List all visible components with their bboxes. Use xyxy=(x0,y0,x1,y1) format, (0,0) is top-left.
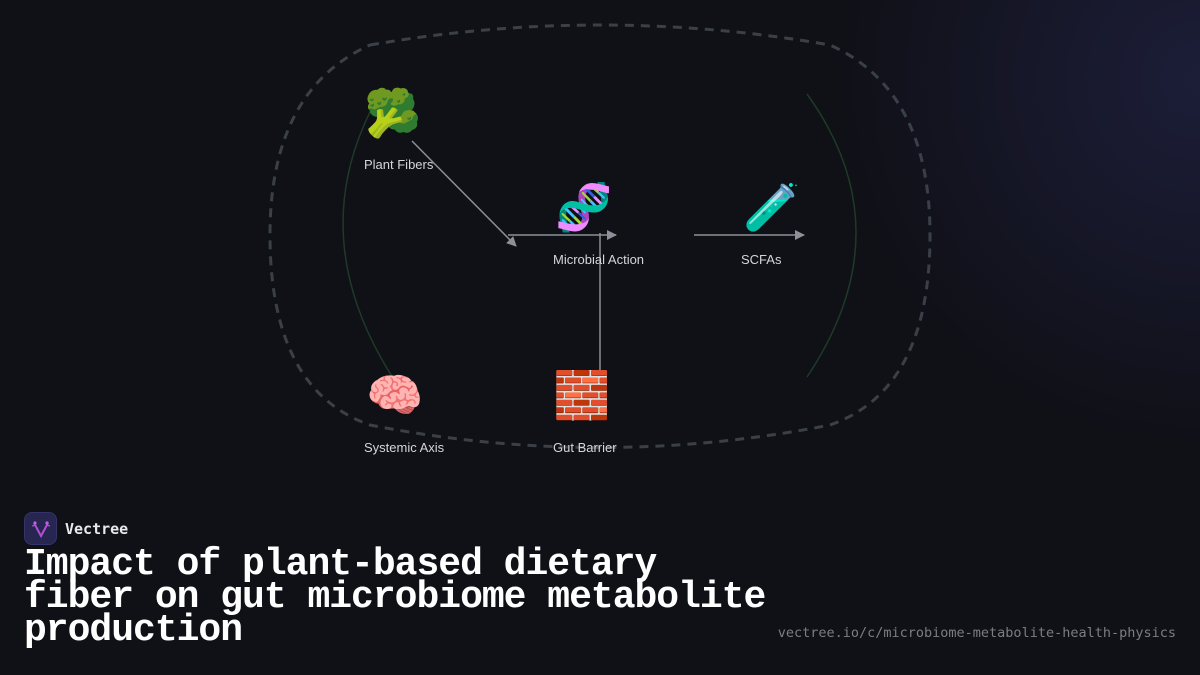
feedback-arc-left xyxy=(342,107,394,379)
node-label: Microbial Action xyxy=(553,252,645,267)
brick-wall-icon: 🧱 xyxy=(553,369,611,421)
brain-icon: 🧠 xyxy=(366,369,424,421)
test-tube-icon: 🧪 xyxy=(743,181,801,233)
node-label: Gut Barrier xyxy=(553,440,617,455)
brand: Vectree xyxy=(24,512,128,545)
feedback-arc-right xyxy=(806,93,857,378)
source-url[interactable]: vectree.io/c/microbiome-metabolite-healt… xyxy=(777,625,1176,641)
node-label: Plant Fibers xyxy=(364,157,434,172)
edge-plant-fibers-to-microbial-action xyxy=(411,140,517,247)
system-boundary-outline xyxy=(268,23,932,449)
node-label: Systemic Axis xyxy=(364,440,445,455)
vectree-logo-icon xyxy=(24,512,57,545)
broccoli-icon: 🥦 xyxy=(364,87,422,139)
node-label: SCFAs xyxy=(741,252,782,267)
dna-icon: 🧬 xyxy=(555,181,613,233)
page-title: Impact of plant-based dietary fiber on g… xyxy=(24,543,766,652)
brand-name: Vectree xyxy=(65,519,129,538)
